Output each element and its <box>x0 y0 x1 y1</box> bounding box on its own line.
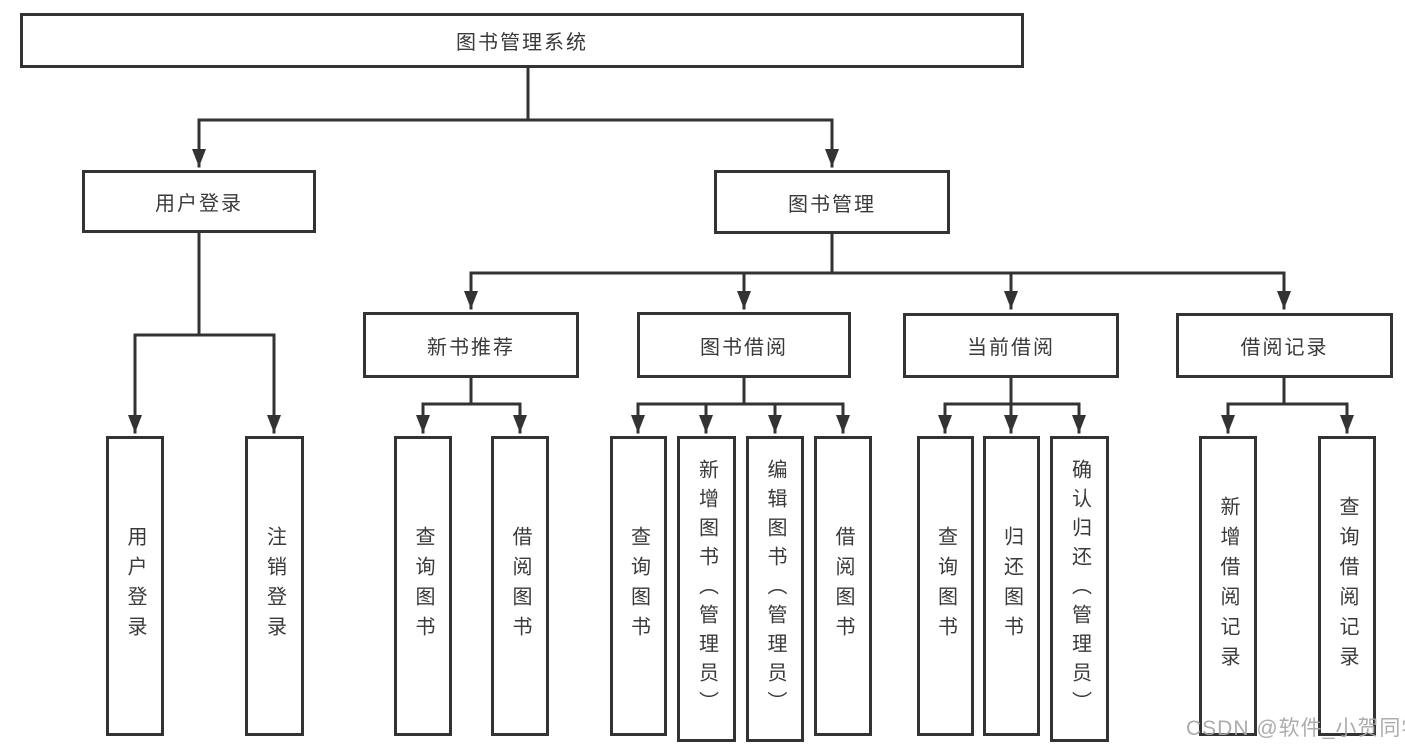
leaf-return-books: 归还图书 <box>983 436 1040 736</box>
leaf-query-borrow-record: 查询借阅记录 <box>1318 436 1376 736</box>
leaf-confirm-return-admin: 确认归还（管理员） <box>1050 436 1109 742</box>
node-label: 新书推荐 <box>427 336 515 359</box>
node-label: 查询图书 <box>627 526 650 646</box>
node-book-management: 图书管理 <box>714 170 950 234</box>
node-label: 新增图书（管理员） <box>695 458 718 720</box>
connector-group <box>128 66 1354 434</box>
node-label: 用户登录 <box>155 193 243 215</box>
leaf-query-books-recommend: 查询图书 <box>394 436 452 736</box>
node-label: 查询图书 <box>934 526 957 646</box>
node-label: 查询借阅记录 <box>1336 496 1358 676</box>
node-label: 借阅记录 <box>1240 337 1329 359</box>
node-label: 编辑图书（管理员） <box>764 458 786 720</box>
node-label: 借阅图书 <box>509 526 531 646</box>
node-label: 查询图书 <box>412 526 434 646</box>
leaf-query-books-current: 查询图书 <box>917 436 974 736</box>
node-label: 借阅图书 <box>832 526 854 646</box>
node-user-login: 用户登录 <box>82 170 316 233</box>
node-label: 新增借阅记录 <box>1217 496 1239 676</box>
node-borrowing-records: 借阅记录 <box>1176 313 1393 378</box>
leaf-borrow-books-recommend: 借阅图书 <box>491 436 549 736</box>
node-label: 图书借阅 <box>700 336 788 359</box>
leaf-edit-books-admin: 编辑图书（管理员） <box>746 436 804 742</box>
node-new-book-recommend: 新书推荐 <box>363 312 579 378</box>
node-label: 用户登录 <box>124 526 146 646</box>
leaf-add-books-admin: 新增图书（管理员） <box>677 436 736 742</box>
node-current-borrowing: 当前借阅 <box>903 313 1119 378</box>
node-book-borrowing: 图书借阅 <box>637 312 851 378</box>
node-library-system: 图书管理系统 <box>20 13 1024 68</box>
node-label: 确认归还（管理员） <box>1068 458 1091 720</box>
leaf-add-borrow-record: 新增借阅记录 <box>1199 436 1257 736</box>
leaf-query-books-borrowing: 查询图书 <box>610 436 667 736</box>
node-label: 图书管理 <box>788 193 876 216</box>
leaf-logout: 注销登录 <box>245 436 304 736</box>
node-label: 归还图书 <box>1000 526 1023 646</box>
leaf-user-login: 用户登录 <box>106 436 164 736</box>
node-label: 当前借阅 <box>967 337 1055 359</box>
node-label: 注销登录 <box>263 526 286 646</box>
node-label: 图书管理系统 <box>456 32 588 54</box>
csdn-watermark: CSDN @软件_小贺同学 <box>1186 717 1405 740</box>
leaf-borrow-books: 借阅图书 <box>814 436 872 736</box>
